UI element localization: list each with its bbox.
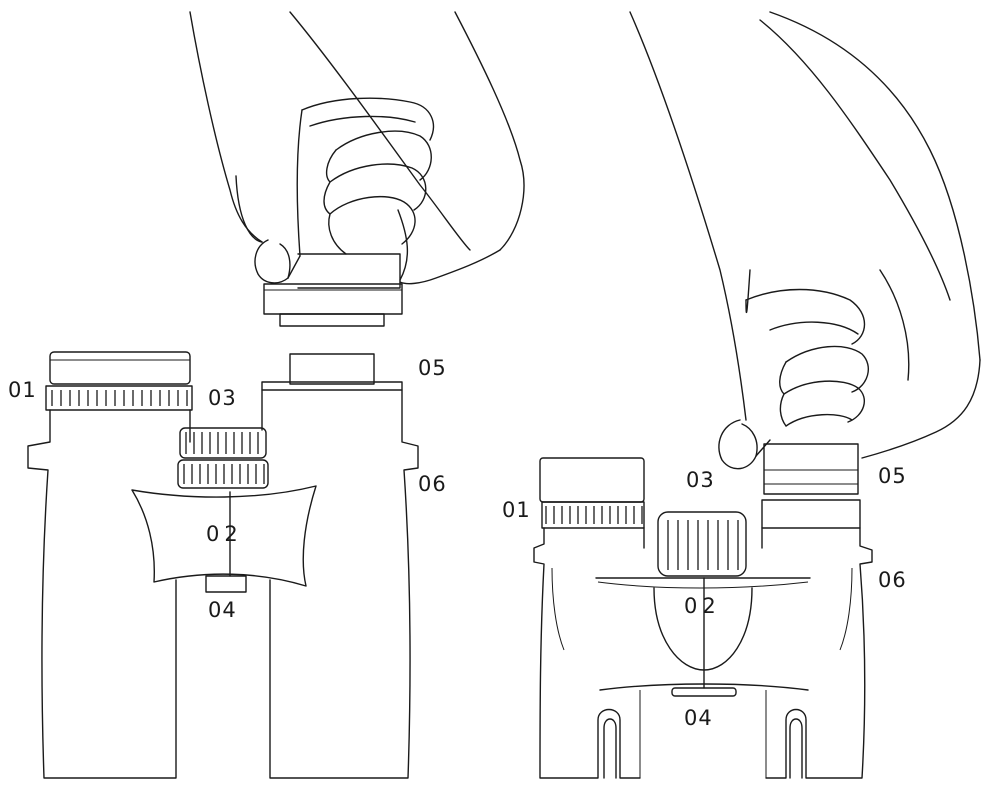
label-a-04: 04 (208, 598, 237, 622)
cap-a (263, 253, 403, 327)
figure-b (533, 11, 981, 779)
label-a-06: 06 (418, 472, 447, 496)
label-b-04: 04 (684, 706, 713, 730)
hand-b (629, 11, 981, 470)
label-b-01: 01 (502, 498, 531, 522)
figure-a (27, 11, 525, 779)
hand-a (189, 11, 525, 285)
bridge-a (131, 485, 317, 587)
label-a-03: 03 (208, 386, 237, 410)
left-barrel-a (27, 351, 193, 779)
left-barrel-b (533, 457, 645, 779)
right-barrel-a (261, 353, 419, 779)
focus-wheel-b (657, 511, 747, 697)
label-b-06: 06 (878, 568, 907, 592)
label-a-05: 05 (418, 356, 447, 380)
label-b-03: 03 (686, 468, 715, 492)
label-b-02: 02 (684, 594, 721, 618)
label-a-02: 02 (206, 522, 243, 546)
right-barrel-b (761, 443, 873, 779)
label-a-01: 01 (8, 378, 37, 402)
focus-wheel-a (177, 427, 269, 593)
label-b-05: 05 (878, 464, 907, 488)
